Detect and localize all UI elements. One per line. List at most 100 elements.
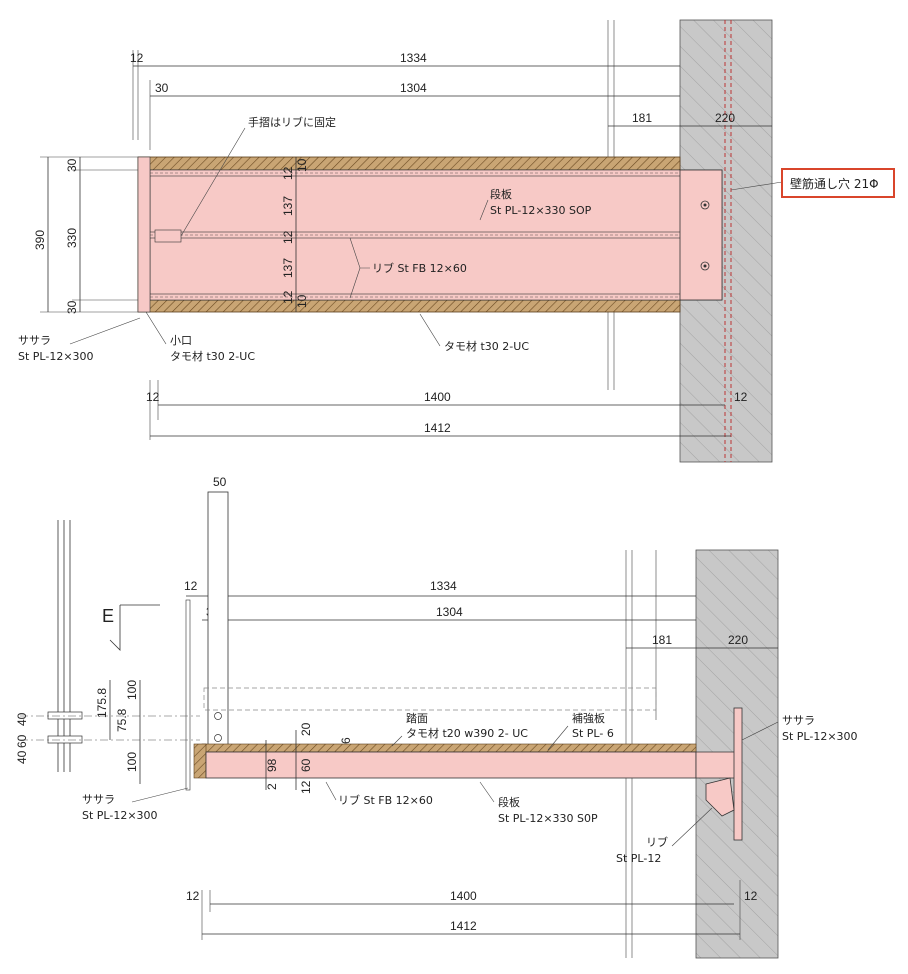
label-tread-title-b: 段板 xyxy=(498,795,520,809)
dim-12-b: 12 xyxy=(184,579,198,593)
label-stringer-r-name: ササラ xyxy=(782,714,815,727)
label-tamo-top: タモ材 t30 2-UC xyxy=(444,339,529,353)
leader-stringer-l xyxy=(131,787,189,803)
label-stringer-r-spec: St PL-12×300 xyxy=(782,730,858,743)
leader-end-top xyxy=(145,311,167,345)
dim-50: 50 xyxy=(213,475,227,489)
dim-left-30b: 30 xyxy=(65,300,79,314)
dim-bot-1400-b: 1400 xyxy=(450,889,477,903)
dim-181: 181 xyxy=(632,111,652,125)
label-reinforce-spec: St PL- 6 xyxy=(572,727,614,740)
leader-tread-top xyxy=(479,199,489,221)
section-mark-arrow xyxy=(109,604,160,651)
stringer-left-top xyxy=(137,156,151,313)
dim-mid-12a: 12 xyxy=(281,166,295,180)
dim-220: 220 xyxy=(715,111,735,125)
dim-left-30a: 30 xyxy=(65,158,79,172)
dim-1334-b: 1334 xyxy=(430,579,457,593)
label-rib-top: リブ St FB 12×60 xyxy=(372,261,467,275)
dim-v-60: 60 xyxy=(15,734,29,748)
dim-181-b: 181 xyxy=(652,633,672,647)
rebar-hole-1-dot xyxy=(703,203,707,207)
dim-v-100b: 100 xyxy=(125,752,139,772)
stringer-right-bottom xyxy=(733,707,743,841)
stringer-left-bottom xyxy=(185,599,191,791)
section-mark-E: E xyxy=(102,606,114,626)
label-stringer-l-spec: St PL-12×300 xyxy=(82,809,158,822)
end-wood-bottom xyxy=(193,743,207,779)
bolt-upper xyxy=(47,711,83,720)
label-rib2-spec: St PL-12 xyxy=(616,852,661,865)
post-bolt-2 xyxy=(214,734,222,742)
handrail-dashed xyxy=(203,687,657,711)
dim-30-top: 30 xyxy=(155,81,169,95)
leader-callout xyxy=(730,181,783,191)
dim-left-330: 330 xyxy=(65,228,79,248)
label-end-name: 小口 xyxy=(170,334,192,347)
rebar-hole-1 xyxy=(700,200,710,210)
callout-rebar-hole: 壁筋通し穴 21Φ xyxy=(790,176,879,191)
dim-left-390: 390 xyxy=(33,230,47,250)
wall-plate-top xyxy=(679,169,723,301)
label-tread-spec: St PL-12×330 SOP xyxy=(490,204,592,217)
label-tread-face-spec: タモ材 t20 w390 2- UC xyxy=(406,726,528,740)
tread-plate-bottom xyxy=(205,751,697,779)
label-rib2-title: リブ xyxy=(646,835,668,849)
rebar-hole-2 xyxy=(700,261,710,271)
dim-mid-10b: 10 xyxy=(295,294,309,308)
leader-stringer-r xyxy=(741,721,779,741)
label-end-spec: タモ材 t30 2-UC xyxy=(170,349,255,363)
leader-tread-face xyxy=(391,735,403,747)
leader-stringer-top xyxy=(69,317,141,345)
dim-v-1758: 175.8 xyxy=(95,688,109,718)
dim-mid-12c: 12 xyxy=(281,290,295,304)
rib-plate-bottom xyxy=(705,777,735,817)
rebar-hole-2-dot xyxy=(703,264,707,268)
dim-1304-b: 1304 xyxy=(436,605,463,619)
dim-mid-12b: 12 xyxy=(281,230,295,244)
dim-bot-12l: 12 xyxy=(146,390,160,404)
dim-v-60b: 60 xyxy=(299,758,313,772)
dim-v-40a: 40 xyxy=(15,712,29,726)
dim-bot-12r: 12 xyxy=(734,390,748,404)
label-tread-spec-b: St PL-12×330 S0P xyxy=(498,812,598,825)
dim-v-758: 75.8 xyxy=(115,708,129,732)
leader-tread-bottom xyxy=(479,781,495,803)
dim-bot-12l-b: 12 xyxy=(186,889,200,903)
dim-v-12: 12 xyxy=(299,780,313,794)
dim-v-40b: 40 xyxy=(15,750,29,764)
label-stringer-l-name: ササラ xyxy=(82,793,115,806)
dim-220-b: 220 xyxy=(728,633,748,647)
dim-bot-1412-b: 1412 xyxy=(450,919,477,933)
label-stringer-spec-top: St PL-12×300 xyxy=(18,350,94,363)
dim-v-2: 2 xyxy=(265,783,279,790)
leader-rib2 xyxy=(671,807,713,847)
dim-v-6: 6 xyxy=(339,737,353,744)
leader-rib-bottom xyxy=(325,781,337,801)
dim-mid-10a: 10 xyxy=(295,158,309,172)
handrail-post xyxy=(207,491,229,751)
wall-connection-bottom xyxy=(695,751,741,779)
dim-v-98: 98 xyxy=(265,758,279,772)
dim-mid-137b: 137 xyxy=(281,258,295,278)
label-rib-bottom: リブ St FB 12×60 xyxy=(338,793,433,807)
label-stringer-name-top: ササラ xyxy=(18,334,51,347)
dim-v-100a: 100 xyxy=(125,680,139,700)
label-tread-title: 段板 xyxy=(490,187,512,201)
dim-v-20: 20 xyxy=(299,722,313,736)
post-bolt-1 xyxy=(214,712,222,720)
dim-bot-12r-b: 12 xyxy=(744,889,758,903)
leader-tamo-top xyxy=(419,313,441,347)
dim-1304: 1304 xyxy=(400,81,427,95)
leader-rib-top xyxy=(349,237,370,299)
dim-1334: 1334 xyxy=(400,51,427,65)
dim-mid-137a: 137 xyxy=(281,196,295,216)
leader-reinforce xyxy=(547,725,569,751)
dim-12-top: 12 xyxy=(130,51,144,65)
label-reinforce-title: 補強板 xyxy=(572,711,605,725)
dim-bot-1400: 1400 xyxy=(424,390,451,404)
label-tread-face-title: 踏面 xyxy=(406,711,428,725)
dim-bot-1412: 1412 xyxy=(424,421,451,435)
